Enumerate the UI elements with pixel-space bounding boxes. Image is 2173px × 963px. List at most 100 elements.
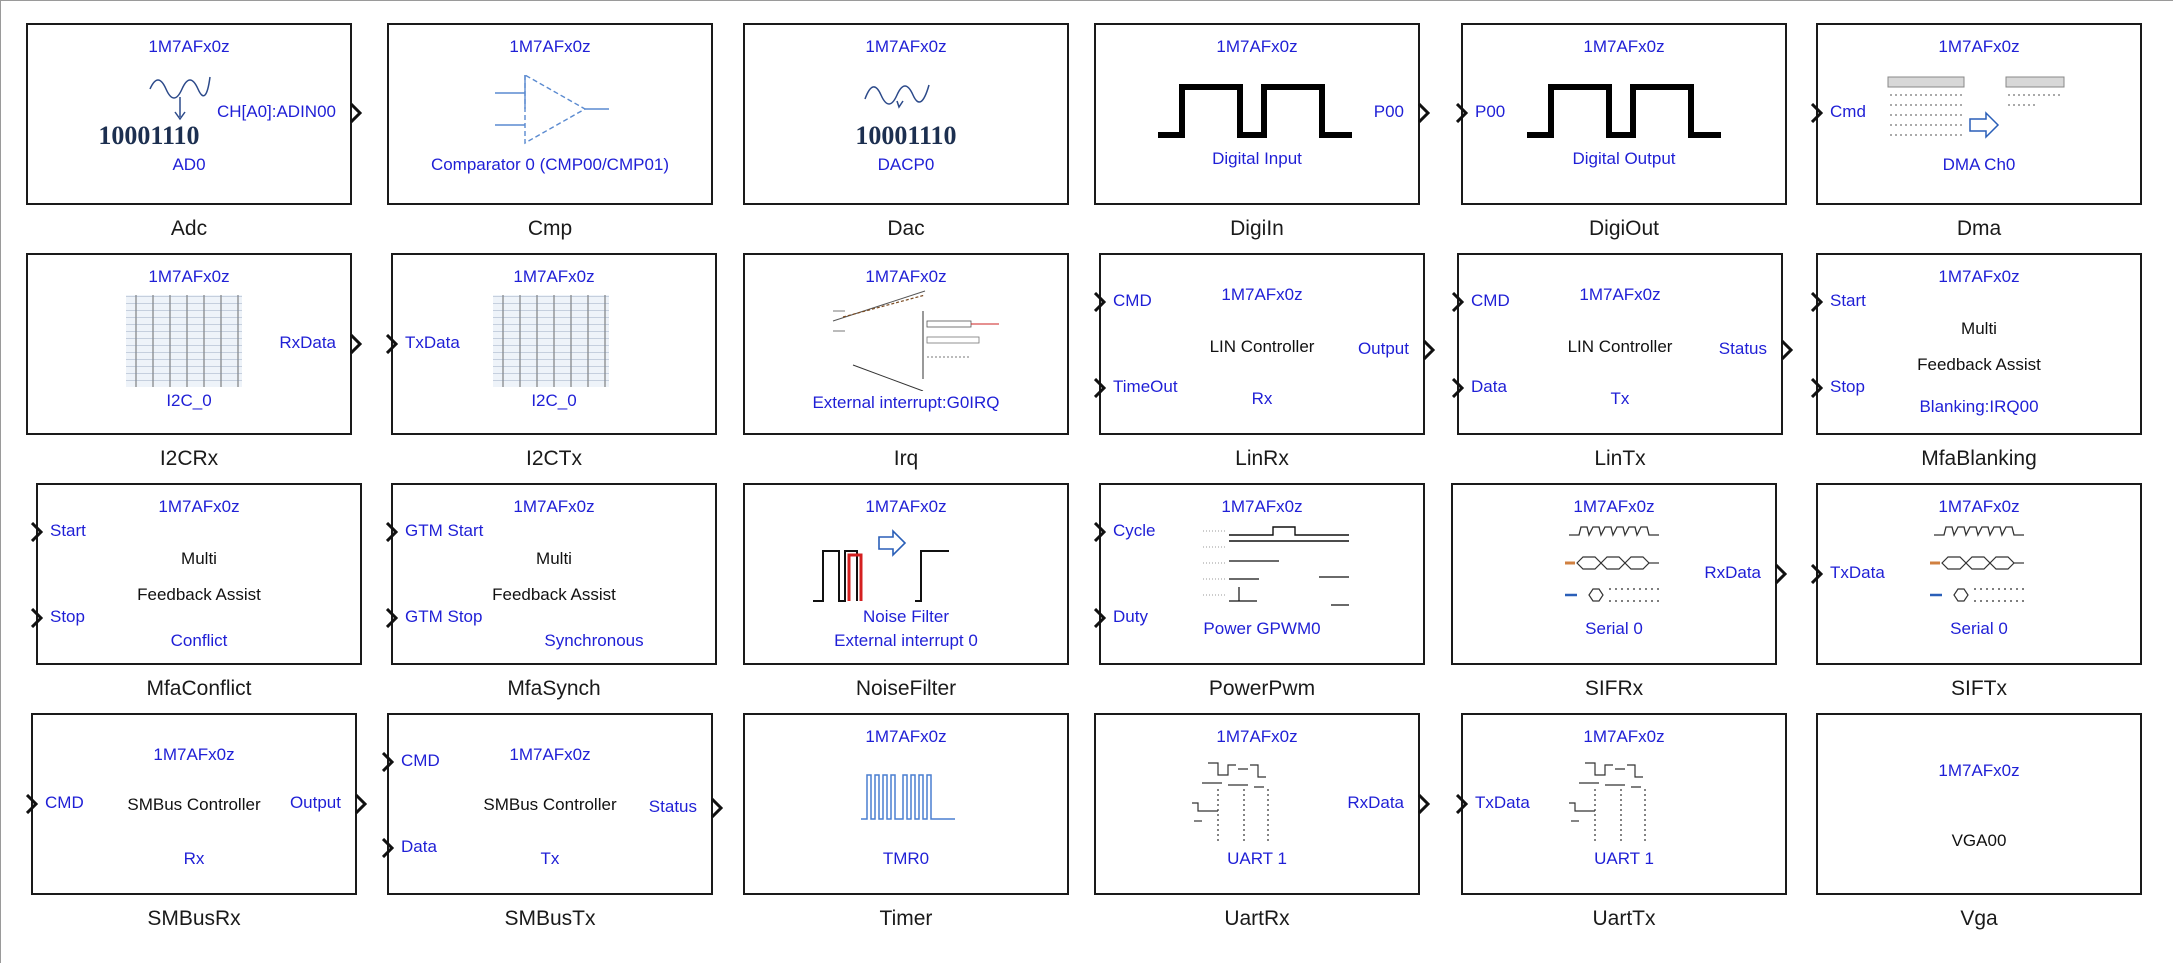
input-port-arrow-icon[interactable] xyxy=(386,608,398,628)
vga-label: VGA00 xyxy=(1951,831,2007,850)
input-port-arrow-icon[interactable] xyxy=(1452,292,1464,312)
chip-label: 1M7AFx0z xyxy=(865,267,947,286)
smbusrx-out-port-label: Output xyxy=(289,793,341,812)
input-port-arrow-icon[interactable] xyxy=(1094,378,1106,398)
mfaconflict-block[interactable]: 1M7AFx0z Multi Feedback Assist Conflict … xyxy=(31,483,362,665)
mfablanking-block[interactable]: 1M7AFx0z Multi Feedback Assist Blanking:… xyxy=(1811,253,2142,435)
uarttx-block[interactable]: 1M7AFx0z UART 1 TxData xyxy=(1456,713,1787,895)
input-port-arrow-icon[interactable] xyxy=(382,752,394,772)
adc-out-port-label: CH[A0]:ADIN00 xyxy=(216,102,336,121)
output-port-arrow-icon[interactable] xyxy=(711,798,723,818)
cmp-block[interactable]: 1M7AFx0z Comparator 0 (CMP00/CMP01) xyxy=(387,23,713,205)
timer-block[interactable]: 1M7AFx0z TMR0 xyxy=(743,713,1069,895)
input-port-arrow-icon[interactable] xyxy=(31,522,43,542)
linrx-cell: 1M7AFx0z LIN Controller Rx CMD TimeOut O… xyxy=(1094,253,1435,479)
uarttx-label: UART 1 xyxy=(1594,849,1654,868)
i2c-waveform-icon xyxy=(493,295,609,387)
output-port-arrow-icon[interactable] xyxy=(1418,103,1430,123)
mfasynch-block[interactable]: 1M7AFx0z Multi Feedback Assist Synchrono… xyxy=(386,483,717,665)
i2ctx-block[interactable]: 1M7AFx0z I2C_0 TxData xyxy=(386,253,717,435)
i2crx-cell: 1M7AFx0z I2C_0 RxData I2CRx xyxy=(26,253,362,479)
siftx-block[interactable]: 1M7AFx0z Serial 0 TxData xyxy=(1811,483,2142,665)
uartrx-out-port-label: RxData xyxy=(1347,793,1404,812)
chip-label: 1M7AFx0z xyxy=(1583,37,1665,56)
noisefilter-sublabel: External interrupt 0 xyxy=(834,631,978,650)
digiin-name: DigiIn xyxy=(1230,217,1284,240)
digiout-label: Digital Output xyxy=(1572,149,1676,168)
input-port-arrow-icon[interactable] xyxy=(382,838,394,858)
input-port-arrow-icon[interactable] xyxy=(386,522,398,542)
smbusrx-block[interactable]: 1M7AFx0z SMBus Controller Rx CMD Output xyxy=(26,713,367,895)
input-port-arrow-icon[interactable] xyxy=(31,608,43,628)
input-port-arrow-icon[interactable] xyxy=(1094,522,1106,542)
irq-label: External interrupt:G0IRQ xyxy=(812,393,1000,412)
mfasynch-in-port-gtm-start: GTM Start xyxy=(405,521,484,540)
smbustx-name: SMBusTx xyxy=(504,907,596,930)
adc-label: AD0 xyxy=(172,155,206,174)
powerpwm-label: Power GPWM0 xyxy=(1203,619,1321,638)
binary-output: 10001110 xyxy=(98,121,200,150)
i2crx-name: I2CRx xyxy=(159,447,219,470)
input-port-arrow-icon[interactable] xyxy=(26,794,38,814)
vga-block[interactable]: 1M7AFx0z VGA00 xyxy=(1816,713,2142,895)
input-port-arrow-icon[interactable] xyxy=(1811,564,1823,584)
sifrx-cell: 1M7AFx0z Serial 0 RxData SIFRx xyxy=(1451,483,1787,709)
output-port-arrow-icon[interactable] xyxy=(1775,564,1787,584)
siftx-in-port-label: TxData xyxy=(1830,563,1885,582)
noisefilter-block[interactable]: 1M7AFx0z Noise Filter External interrupt… xyxy=(743,483,1069,665)
input-port-arrow-icon[interactable] xyxy=(1094,292,1106,312)
smbustx-in-port-cmd: CMD xyxy=(401,751,440,770)
i2ctx-label: I2C_0 xyxy=(531,391,577,410)
output-port-arrow-icon[interactable] xyxy=(1418,794,1430,814)
chip-label: 1M7AFx0z xyxy=(865,37,947,56)
input-port-arrow-icon[interactable] xyxy=(1811,103,1823,123)
dma-block[interactable]: 1M7AFx0z DMA Ch0 Cmd xyxy=(1811,23,2142,205)
i2c-waveform-icon xyxy=(126,295,242,387)
powerpwm-in-port-cycle: Cycle xyxy=(1113,521,1156,540)
serial-timing-icon xyxy=(1565,526,1659,602)
output-port-arrow-icon[interactable] xyxy=(1423,340,1435,360)
linrx-block[interactable]: 1M7AFx0z LIN Controller Rx CMD TimeOut O… xyxy=(1094,253,1435,435)
uartrx-block[interactable]: 1M7AFx0z UART 1 RxData xyxy=(1094,713,1430,895)
sifrx-block[interactable]: 1M7AFx0z Serial 0 RxData xyxy=(1451,483,1787,665)
chip-label: 1M7AFx0z xyxy=(158,497,240,516)
uart-timing-icon xyxy=(1569,762,1646,841)
dac-block[interactable]: 1M7AFx0z 10001110 DACP0 xyxy=(743,23,1069,205)
input-port-arrow-icon[interactable] xyxy=(386,334,398,354)
output-port-arrow-icon[interactable] xyxy=(350,103,362,123)
dma-name: Dma xyxy=(1956,217,2002,240)
powerpwm-block[interactable]: 1M7AFx0z Power GPWM0 Cycle Duty xyxy=(1094,483,1425,665)
chip-label: 1M7AFx0z xyxy=(865,727,947,746)
irq-block[interactable]: 1M7AFx0z External interrupt:G0IRQ xyxy=(743,253,1069,435)
adc-block[interactable]: 1M7AFx0z 10001110 AD0 CH[A0]:ADIN00 xyxy=(26,23,362,205)
lintx-out-port-label: Status xyxy=(1718,339,1767,358)
input-port-arrow-icon[interactable] xyxy=(1811,292,1823,312)
input-port-arrow-icon[interactable] xyxy=(1811,378,1823,398)
digital-to-sine-wave-icon xyxy=(864,84,930,109)
noise-filter-waveform-icon xyxy=(813,529,949,602)
input-port-arrow-icon[interactable] xyxy=(1094,608,1106,628)
smbustx-block[interactable]: 1M7AFx0z SMBus Controller Tx CMD Data St… xyxy=(382,713,723,895)
mfablanking-line2: Feedback Assist xyxy=(1917,355,2041,374)
smbustx-cell: 1M7AFx0z SMBus Controller Tx CMD Data St… xyxy=(382,713,723,939)
linrx-out-port-label: Output xyxy=(1357,339,1409,358)
mfablanking-name: MfaBlanking xyxy=(1921,447,2037,470)
smbusrx-in-port-cmd: CMD xyxy=(45,793,84,812)
input-port-arrow-icon[interactable] xyxy=(1452,378,1464,398)
smbusrx-name: SMBusRx xyxy=(147,907,241,930)
uartrx-cell: 1M7AFx0z UART 1 RxData UartRx xyxy=(1094,713,1430,939)
digiin-block[interactable]: 1M7AFx0z Digital Input P00 xyxy=(1094,23,1430,205)
input-port-arrow-icon[interactable] xyxy=(1456,794,1468,814)
output-port-arrow-icon[interactable] xyxy=(1781,340,1793,360)
output-port-arrow-icon[interactable] xyxy=(350,334,362,354)
irq-cell: 1M7AFx0z External interrupt:G0IRQ Irq xyxy=(743,253,1073,479)
square-wave-icon xyxy=(1527,84,1721,138)
i2crx-block[interactable]: 1M7AFx0z I2C_0 RxData xyxy=(26,253,362,435)
cmp-label: Comparator 0 (CMP00/CMP01) xyxy=(430,155,670,174)
chip-label: 1M7AFx0z xyxy=(148,267,230,286)
digiout-block[interactable]: 1M7AFx0z Digital Output P00 xyxy=(1456,23,1787,205)
input-port-arrow-icon[interactable] xyxy=(1456,103,1468,123)
lintx-block[interactable]: 1M7AFx0z LIN Controller Tx CMD Data Stat… xyxy=(1452,253,1793,435)
output-port-arrow-icon[interactable] xyxy=(355,794,367,814)
